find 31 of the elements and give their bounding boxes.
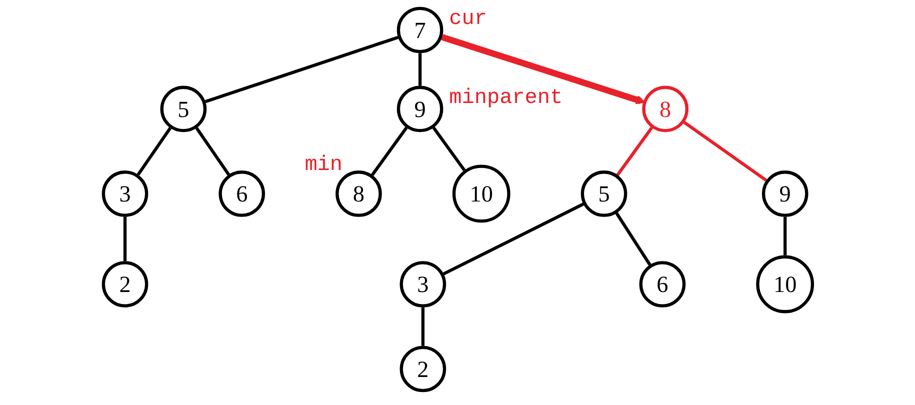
tree-edge-line: [136, 127, 172, 176]
tree-node-circle: 3: [399, 261, 446, 308]
tree-edge-line: [783, 216, 786, 256]
tree-node-circle: 8: [335, 170, 382, 217]
tree-edge-line: [370, 126, 408, 176]
tree-node-circle: 10: [756, 255, 814, 314]
tree-edge-line: [442, 202, 584, 276]
tree-edge-line: [122, 216, 126, 262]
pointer-label: minparent: [449, 88, 563, 109]
arrow: [440, 34, 645, 104]
tree-node-circle: 3: [101, 170, 148, 217]
tree-edge-line: [432, 126, 466, 172]
tree-node-circle: 7: [396, 6, 443, 54]
tree-edge-line: [204, 36, 398, 104]
tree-edge-line: [614, 212, 651, 266]
tree-edge-line: [194, 127, 230, 176]
tree-node-circle: 6: [218, 170, 265, 217]
tree-node-circle: 2: [399, 346, 446, 392]
tree-node-circle: 5: [160, 86, 206, 132]
tree-node-circle: 9: [396, 86, 443, 132]
tree-edge-line: [616, 126, 653, 176]
pointer-label: cur: [449, 9, 487, 30]
tree-edge-line: [420, 307, 424, 346]
tree-node-circle: 6: [638, 261, 686, 308]
tree-node-circle: 8: [642, 86, 688, 132]
tree-edge-line: [682, 121, 767, 182]
tree-node-circle: 9: [761, 170, 808, 217]
tree-edge-line: [418, 53, 422, 86]
tree-node-circle: 2: [101, 261, 148, 308]
tree-node-circle: 10: [452, 164, 510, 223]
tree-node-circle: 5: [580, 170, 627, 217]
